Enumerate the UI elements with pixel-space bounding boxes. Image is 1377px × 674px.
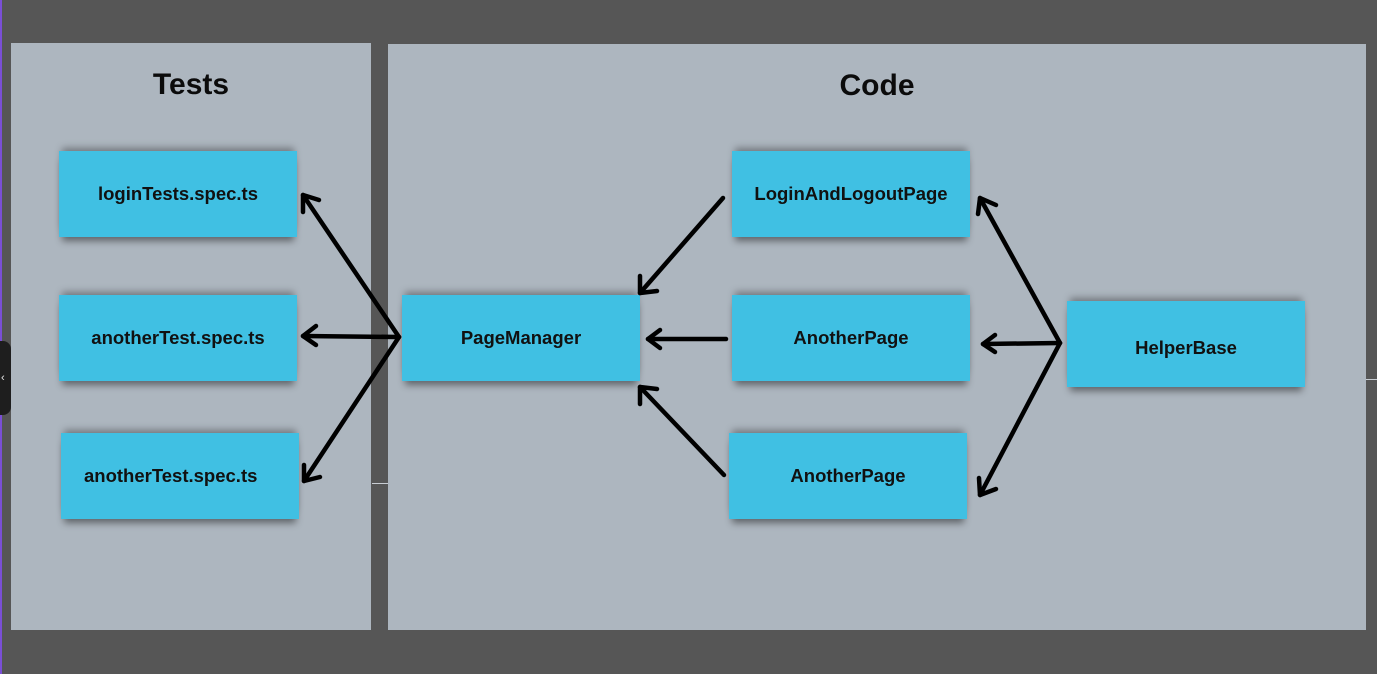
tests-panel-title: Tests — [152, 68, 230, 101]
code-panel-title: Code — [839, 69, 915, 102]
another-test-box-1[interactable]: anotherTest.spec.ts — [59, 295, 297, 381]
divider-line-left — [372, 483, 388, 484]
divider-line-right — [1366, 379, 1377, 380]
chevron-left-icon[interactable]: ‹ — [0, 341, 11, 415]
another-test-box-2[interactable]: anotherTest.spec.ts — [61, 433, 299, 519]
page-manager-box[interactable]: PageManager — [402, 295, 640, 381]
helper-base-box[interactable]: HelperBase — [1067, 301, 1305, 387]
window-left-edge — [0, 0, 2, 674]
another-page-box-2[interactable]: AnotherPage — [729, 433, 967, 519]
login-tests-box[interactable]: loginTests.spec.ts — [59, 151, 297, 237]
login-logout-page-box[interactable]: LoginAndLogoutPage — [732, 151, 970, 237]
another-page-box-1[interactable]: AnotherPage — [732, 295, 970, 381]
